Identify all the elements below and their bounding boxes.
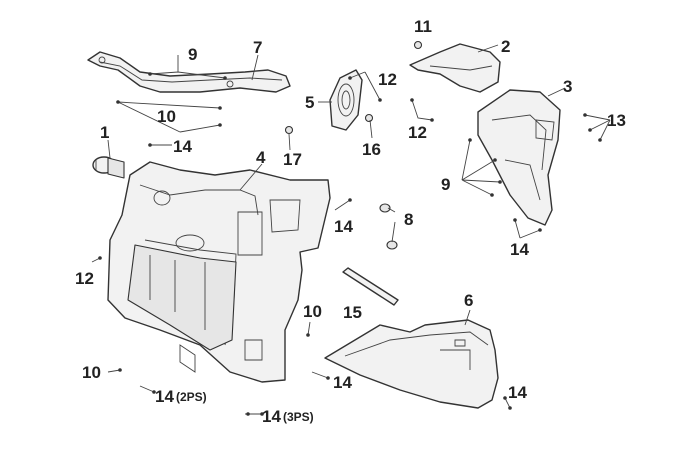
callout-8: 8 [404,210,413,229]
part-4-inner-cover [107,161,331,383]
callout-labels: 1 2 3 4 5 6 7 8 9 9 10 10 10 11 12 12 12… [75,17,626,426]
callout-14-3ps: 14 [262,407,281,426]
callout-16: 16 [362,140,381,159]
callout-1: 1 [100,123,109,142]
callout-2: 2 [501,37,510,56]
callout-14-center: 14 [334,217,353,236]
part-2-upper-shroud [409,43,501,93]
callout-7: 7 [253,38,262,57]
callout-12-left: 12 [75,269,94,288]
part-6-lower-panel [324,319,499,409]
part-1-knob [92,156,125,179]
callout-12-right: 12 [408,123,427,142]
screw-dots [98,72,602,416]
callout-15: 15 [343,303,362,322]
fasteners [284,40,423,135]
callout-14-right: 14 [510,240,529,259]
callout-14-top: 14 [173,137,192,156]
callout-12-top: 12 [378,70,397,89]
callout-4: 4 [256,148,266,167]
callout-9-right: 9 [441,175,450,194]
callout-10-top: 10 [157,107,176,126]
callout-10-bottom: 10 [82,363,101,382]
callout-10-middle: 10 [303,302,322,321]
callout-5: 5 [305,93,314,112]
callout-3: 3 [563,77,572,96]
part-15-rod [342,267,399,306]
callout-11: 11 [414,17,432,36]
callout-6: 6 [464,291,473,310]
part-7-top-bracket [87,51,291,93]
callout-13: 13 [607,111,626,130]
callout-9-top: 9 [188,45,197,64]
part-3-side-panel [477,89,561,226]
variant-3ps: (3PS) [283,410,314,424]
part-5-ring-bezel [329,69,363,131]
callout-14-2ps: 14 [155,387,174,406]
callout-14-lower: 14 [333,373,352,392]
part-8-grommets [379,203,398,250]
variant-2ps: (2PS) [176,390,207,404]
callout-17: 17 [283,150,302,169]
callout-14-bottom-right: 14 [508,383,527,402]
